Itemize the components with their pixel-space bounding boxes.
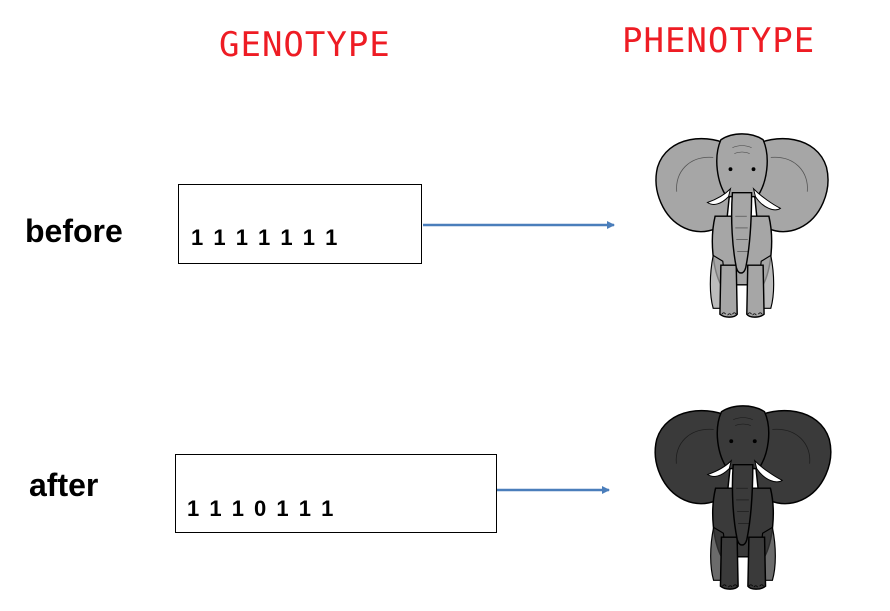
after-label: after (29, 467, 99, 503)
before-bit-string: 1 1 1 1 1 1 1 (191, 225, 338, 250)
phenotype-heading: PHENOTYPE (622, 21, 816, 61)
after-elephant-image (654, 405, 832, 590)
after-bit-string: 1 1 1 0 1 1 1 (187, 496, 334, 521)
before-label: before (25, 213, 123, 249)
genotype-heading: GENOTYPE (219, 25, 391, 65)
after-genotype-box: 1 1 1 0 1 1 1 (175, 454, 497, 533)
before-genotype-box: 1 1 1 1 1 1 1 (178, 184, 422, 264)
before-elephant-image (655, 133, 829, 318)
